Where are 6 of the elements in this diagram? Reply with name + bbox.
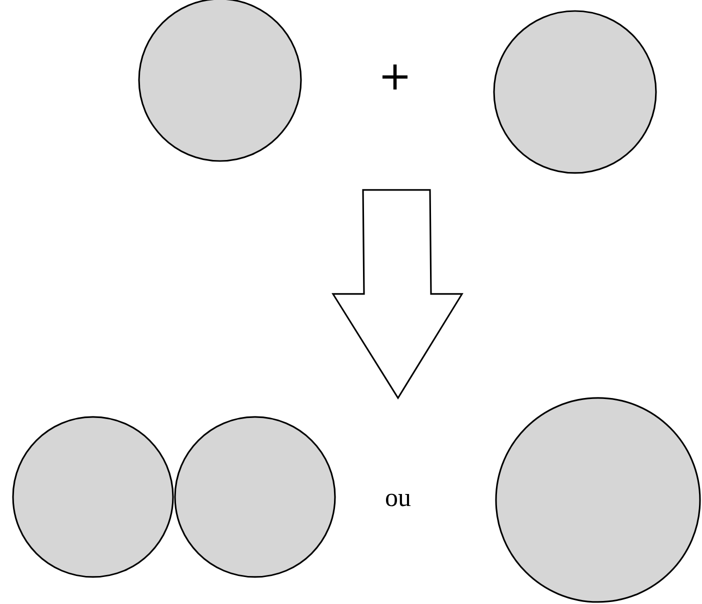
droplet-circle [12,416,174,578]
droplet-circle [493,10,657,174]
droplet-circle [174,416,336,578]
conjunction-text: ou [386,494,411,506]
droplet-circle [495,397,701,603]
plus-sign: + [382,64,408,90]
